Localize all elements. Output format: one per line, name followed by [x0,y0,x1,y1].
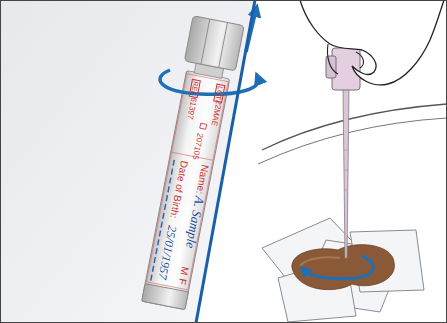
stick-ridges [344,150,348,190]
left-panel [0,0,255,323]
hand [300,0,444,85]
sample-tube [138,16,244,311]
bowl-rim [262,104,447,150]
stir-arrow [304,256,373,279]
paper-sheets [262,218,424,322]
hand-fingers [327,44,363,74]
sampling-stick [343,88,349,258]
panel-divider [196,0,255,323]
twist-arrow [160,70,258,94]
stool-sample [292,245,395,290]
bowl-rim-inner [258,118,447,164]
stool-highlight [300,257,340,266]
sex-option: M [179,266,190,276]
